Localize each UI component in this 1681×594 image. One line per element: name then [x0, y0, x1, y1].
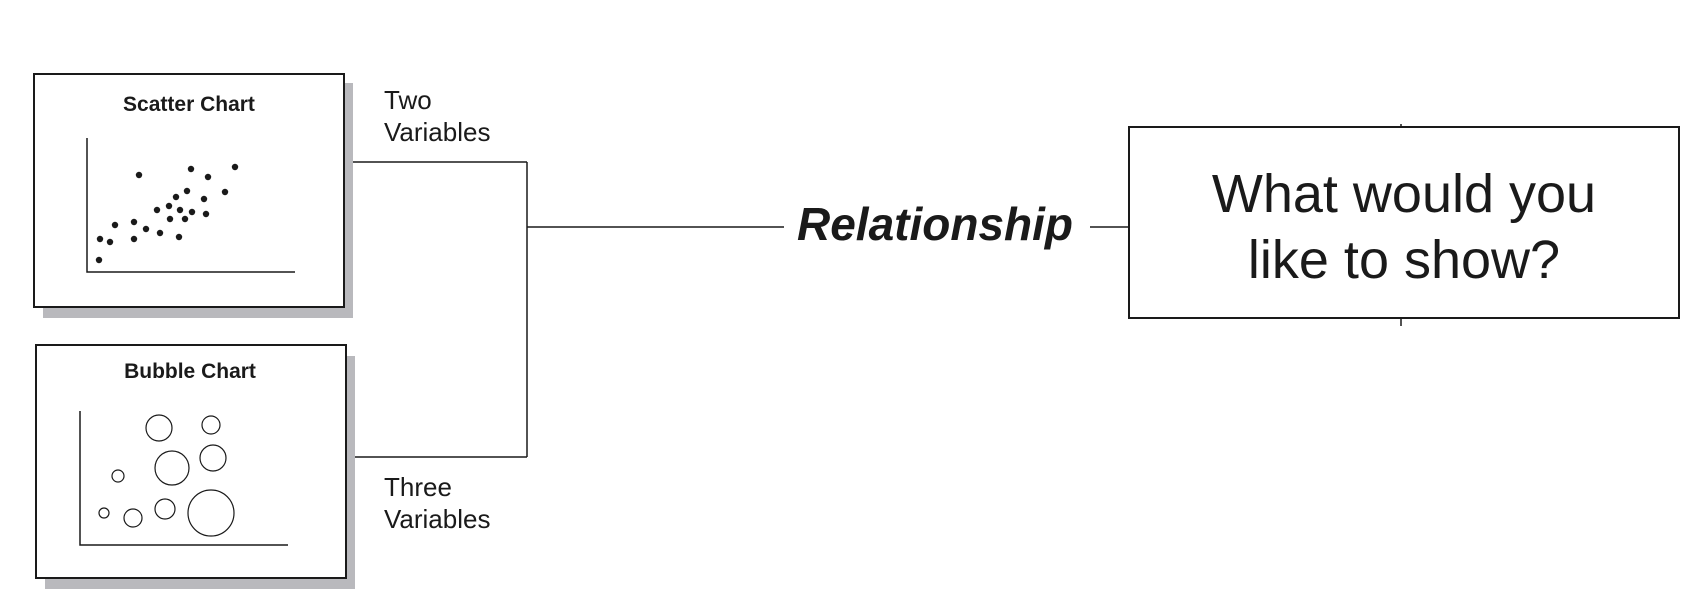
scatter-dot [165, 202, 173, 210]
bubble-circle [201, 415, 221, 435]
scatter-dot [175, 233, 183, 241]
scatter-dot [183, 187, 191, 195]
question-box-frame [1128, 126, 1680, 319]
scatter-axes [86, 138, 295, 273]
bubble-chart-icon [79, 411, 288, 546]
scatter-dot [111, 221, 119, 229]
bubble-card-frame [35, 344, 347, 579]
scatter-dot [172, 193, 180, 201]
scatter-dot [135, 171, 143, 179]
bubble-circle [154, 498, 176, 520]
bubble-circle [111, 469, 125, 483]
bubble-circle [145, 414, 173, 442]
scatter-dot [130, 235, 138, 243]
question-line-2: like to show? [1248, 230, 1560, 290]
scatter-dot [221, 188, 229, 196]
scatter-dot [153, 206, 161, 214]
scatter-dot [106, 238, 114, 246]
scatter-dot [187, 165, 195, 173]
bubble-circle [98, 507, 110, 519]
branch-label-two-line-1: Two [384, 85, 432, 115]
question-line-1: What would you [1212, 164, 1596, 224]
scatter-chart-card: Scatter Chart [33, 73, 353, 318]
question-box: What would you like to show? [1128, 124, 1680, 326]
scatter-dot [130, 218, 138, 226]
scatter-dot [95, 256, 103, 264]
bubble-circle [199, 444, 227, 472]
bubble-chart-card: Bubble Chart [35, 344, 355, 589]
branch-label-two-line-2: Variables [384, 117, 490, 147]
scatter-dot [176, 206, 184, 214]
bubble-circle [154, 450, 190, 486]
bubble-circles [98, 414, 235, 537]
scatter-chart-title: Scatter Chart [123, 93, 255, 116]
category-relationship-label: Relationship [797, 198, 1073, 250]
scatter-dot [96, 235, 104, 243]
scatter-chart-icon [86, 138, 295, 273]
scatter-dot [231, 163, 239, 171]
branch-label-three-line-2: Variables [384, 504, 490, 534]
bubble-circle [123, 508, 143, 528]
branch-label-three-line-1: Three [384, 472, 452, 502]
bubble-circle [187, 489, 235, 537]
scatter-dot [156, 229, 164, 237]
scatter-dot [166, 215, 174, 223]
bubble-chart-title: Bubble Chart [124, 360, 256, 383]
scatter-dot [181, 215, 189, 223]
scatter-dot [200, 195, 208, 203]
scatter-dot [202, 210, 210, 218]
scatter-dot [188, 208, 196, 216]
scatter-dot [204, 173, 212, 181]
bubble-axes [79, 411, 288, 546]
scatter-dot [142, 225, 150, 233]
scatter-dots [95, 163, 239, 264]
